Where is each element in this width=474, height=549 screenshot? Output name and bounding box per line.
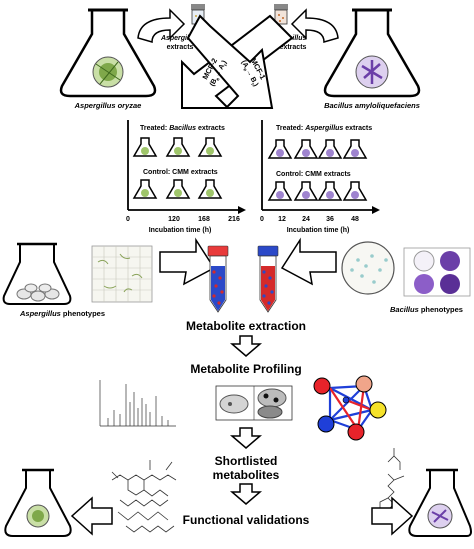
curved-arrow-right-icon: [290, 8, 339, 43]
aspergillus-pellet-flask-icon: [2, 242, 72, 305]
bottom-bacillus-flask-icon: [408, 468, 472, 537]
shortlisted-title-1: Shortlisted: [215, 454, 278, 468]
right-timecourse-panel: [261, 120, 380, 214]
aspergillus-extracts-suffix: extracts: [167, 44, 194, 51]
left-treated-suffix: extracts: [196, 125, 225, 132]
mcf1-sub-e: e: [241, 67, 248, 72]
aspergillus-phenotypes-suffix: phenotypes: [61, 309, 105, 318]
metabolite-profiling-title: Metabolite Profiling: [190, 362, 301, 376]
left-timecourse-panel: [127, 120, 246, 214]
chemical-structure-left-icon: [111, 460, 177, 533]
left-control-label: Control: CMM extracts: [143, 169, 218, 176]
bacillus-amyloliquefaciens-label: Bacillus amyloliquefaciens: [324, 101, 420, 110]
left-axis-tick-3: 216: [228, 216, 240, 223]
left-treated-flasks-icon: [132, 137, 223, 157]
down-arrow-1-icon: [229, 335, 263, 357]
right-axis-tick-1: 12: [278, 216, 286, 223]
mcf2-sub-e: e: [215, 77, 222, 82]
right-control-flasks-icon: [267, 181, 368, 201]
mcf1-direction-c: ): [252, 82, 259, 87]
aspergillus-phenotypes-label: Aspergillus phenotypes: [19, 309, 105, 318]
mcf2-sub-r: r: [223, 63, 229, 68]
down-arrow-3-icon: [229, 483, 263, 505]
mcf2-direction-c: ): [221, 59, 228, 64]
right-treated-flasks-icon: [267, 139, 368, 159]
mcf2-direction-a: (B: [209, 78, 219, 88]
aspergillus-extracts-name: Aspergillus: [160, 35, 199, 42]
right-control-label: Control: CMM extracts: [276, 171, 351, 178]
curved-arrow-left-icon: [137, 8, 186, 43]
bacillus-phenotypes-label: Bacillus phenotypes: [390, 305, 463, 314]
functional-validations-title: Functional validations: [183, 513, 310, 527]
right-axis-tick-2: 24: [302, 216, 310, 223]
left-axis-tick-1: 120: [168, 216, 180, 223]
profiling-cluster-panel: [215, 385, 293, 421]
aspergillus-flask-icon: [59, 8, 157, 98]
mcf1-label-group: MCF-1 (Ae→ Br): [240, 57, 268, 88]
mcf1-sub-r: r: [249, 82, 255, 87]
right-treated-prefix: Treated:: [276, 125, 305, 132]
shortlisted-title-2: metabolites: [213, 468, 280, 482]
bottom-aspergillus-flask-icon: [4, 468, 72, 537]
mass-spectrum-icon: [99, 380, 176, 427]
right-treated-name: Aspergillus: [304, 125, 343, 132]
metabolite-extraction-title: Metabolite extraction: [186, 319, 306, 333]
arrow-to-extraction-left-icon: [159, 237, 216, 286]
mcf-cross-arrows: [181, 14, 294, 109]
metabolite-network-icon: [313, 375, 387, 441]
bacillus-extracts-name: Bacillus: [280, 35, 307, 42]
mcf1-direction-a: (A: [240, 59, 250, 69]
left-treated-name: Bacillus: [169, 125, 196, 132]
bacillus-phenotypes-name: Bacillus: [390, 305, 419, 314]
falcon-tube-left-icon: [207, 245, 229, 313]
left-axis-ticks: 0 120 168 216: [126, 216, 240, 223]
right-treated-suffix: extracts: [343, 125, 372, 132]
aspergillus-micrograph-grid: [91, 245, 153, 303]
bacillus-flask-icon: [323, 8, 421, 98]
left-treated-label: Treated: Bacillus extracts: [140, 125, 225, 132]
left-axis-tick-2: 168: [198, 216, 210, 223]
arrow-left-validation-icon: [70, 496, 113, 536]
bacillus-extracts-suffix: extracts: [280, 44, 307, 51]
aspergillus-oryzae-label: Aspergillus oryzae: [74, 101, 142, 110]
bacillus-phenotypes-suffix: phenotypes: [419, 305, 463, 314]
arrow-right-validation-icon: [371, 496, 414, 536]
left-axis-label: Incubation time (h): [149, 227, 212, 234]
bacillus-petri-dish-icon: [341, 241, 395, 295]
bacillus-extract-tube-icon: [274, 4, 288, 25]
right-axis-tick-3: 36: [326, 216, 334, 223]
left-axis-tick-0: 0: [126, 216, 130, 223]
falcon-tube-right-icon: [257, 245, 279, 313]
right-axis-ticks: 0 12 24 36 48: [260, 216, 359, 223]
left-control-flasks-icon: [132, 179, 223, 199]
right-treated-label: Treated: Aspergillus extracts: [276, 125, 372, 132]
right-axis-label: Incubation time (h): [287, 227, 350, 234]
left-treated-prefix: Treated:: [140, 125, 169, 132]
bacillus-well-plate-icon: [403, 247, 471, 297]
arrow-to-extraction-right-icon: [280, 237, 337, 286]
aspergillus-phenotypes-name: Aspergillus: [19, 309, 61, 318]
down-arrow-2-icon: [229, 427, 263, 449]
right-axis-tick-4: 48: [351, 216, 359, 223]
right-axis-tick-0: 0: [260, 216, 264, 223]
